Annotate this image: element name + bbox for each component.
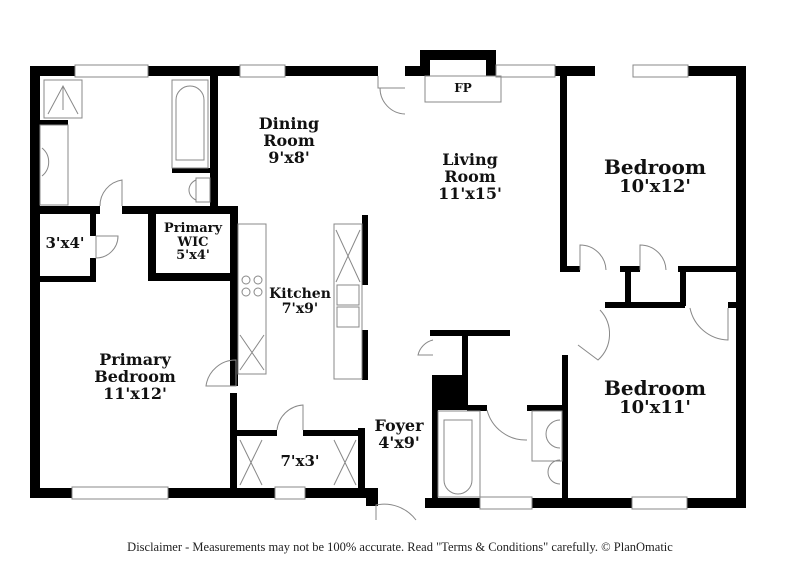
foyer-name: Foyer — [374, 416, 424, 435]
primary-bedroom-size: 11'x12' — [103, 383, 167, 403]
room-label-kitchen: Kitchen 7'x9' — [266, 287, 334, 316]
wic-name-2: WIC — [177, 234, 209, 250]
room-label-living: Living Room 11'x15' — [420, 150, 520, 203]
fireplace-text: FP — [454, 81, 472, 95]
interior-walls — [40, 76, 738, 505]
room-label-bedroom-1: Bedroom 10'x12' — [590, 157, 720, 197]
fixtures — [39, 75, 563, 498]
living-name-2: Room — [444, 166, 496, 186]
dining-name-1: Dining — [258, 114, 320, 133]
primary-bedroom-name-1: Primary — [99, 350, 171, 369]
doors — [95, 76, 729, 521]
room-label-bedroom-2: Bedroom 10'x11' — [590, 378, 720, 418]
living-size: 11'x15' — [438, 183, 502, 203]
bedroom-2-name: Bedroom — [604, 376, 706, 400]
bedroom-1-name: Bedroom — [604, 155, 706, 179]
room-label-closet-hall: 7'x3' — [268, 452, 332, 470]
wic-name-1: Primary — [163, 221, 223, 236]
kitchen-name: Kitchen — [269, 286, 331, 302]
dining-size: 9'x8' — [268, 147, 310, 167]
room-label-primary-bedroom: Primary Bedroom 11'x12' — [75, 350, 195, 403]
room-label-primary-wic: Primary WIC 5'x4' — [156, 222, 230, 263]
wic-size: 5'x4' — [176, 248, 210, 264]
fireplace-label: FP — [440, 82, 486, 95]
closet-hall-size: 7'x3' — [280, 452, 320, 470]
windows — [71, 64, 689, 510]
kitchen-size: 7'x9' — [281, 300, 319, 317]
bedroom-1-size: 10'x12' — [619, 176, 691, 197]
foyer-size: 4'x9' — [378, 432, 420, 452]
disclaimer: Disclaimer - Measurements may not be 100… — [127, 540, 673, 554]
room-label-closet-small: 3'x4' — [40, 234, 90, 252]
room-label-foyer: Foyer 4'x9' — [366, 416, 432, 452]
primary-bedroom-name-2: Bedroom — [94, 366, 176, 386]
dining-name-2: Room — [263, 130, 315, 150]
closet-small-size: 3'x4' — [45, 234, 85, 252]
bedroom-2-size: 10'x11' — [619, 397, 691, 418]
living-name-1: Living — [442, 150, 498, 169]
room-label-dining: Dining Room 9'x8' — [243, 114, 335, 167]
